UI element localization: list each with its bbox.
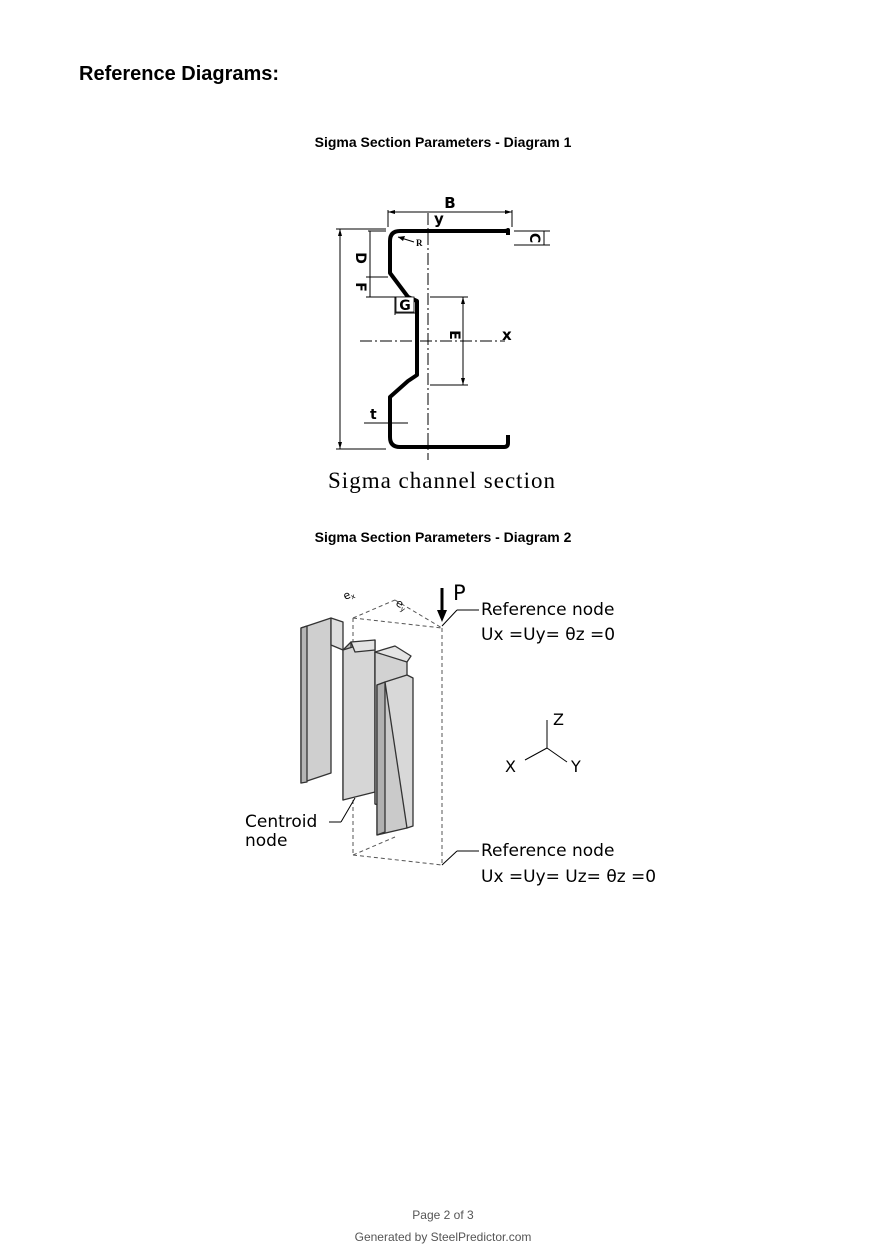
axis-y-label: Y [570, 757, 581, 776]
label-r: R [416, 238, 423, 248]
sigma-column [300, 617, 414, 836]
top-reference-node-equation: Ux =Uy= θz =0 [481, 625, 615, 645]
label-x: x [502, 326, 512, 344]
axis-x-label: X [505, 757, 516, 776]
axis-z-label: Z [553, 710, 564, 729]
generated-by: Generated by SteelPredictor.com [354, 1230, 532, 1244]
bottom-reference-node-title: Reference node [481, 841, 614, 861]
sigma-section-diagram: B y R C D F G E x t Sigma channel sectio… [328, 194, 556, 493]
label-f: F [352, 282, 368, 292]
label-e: E [446, 330, 462, 340]
ex-label: ex [341, 587, 356, 604]
page-heading: Reference Diagrams: [79, 63, 280, 85]
diagram-1-caption: Sigma Section Parameters - Diagram 1 [314, 134, 572, 150]
label-y: y [434, 210, 444, 228]
label-g: G [399, 298, 411, 314]
bottom-reference-node-equation: Ux =Uy= Uz= θz =0 [481, 867, 656, 887]
load-p-label: P [453, 581, 466, 605]
ey-label: ey [393, 596, 409, 614]
sigma-figure-title: Sigma channel section [328, 468, 556, 493]
label-d: D [352, 252, 368, 264]
sigma-profile [388, 228, 510, 449]
label-c: C [526, 233, 542, 243]
diagram-2-caption: Sigma Section Parameters - Diagram 2 [314, 529, 572, 545]
top-reference-node-title: Reference node [481, 600, 614, 620]
axis-triad [524, 720, 568, 763]
centroid-node-label-2: node [245, 831, 287, 851]
label-b: B [444, 194, 455, 212]
label-t: t [370, 407, 377, 423]
centroid-node-label-1: Centroid [245, 812, 317, 832]
page-number: Page 2 of 3 [412, 1208, 474, 1222]
sigma-column-diagram: P ex ey Reference node Ux =Uy= θz =0 Z X… [245, 581, 656, 887]
